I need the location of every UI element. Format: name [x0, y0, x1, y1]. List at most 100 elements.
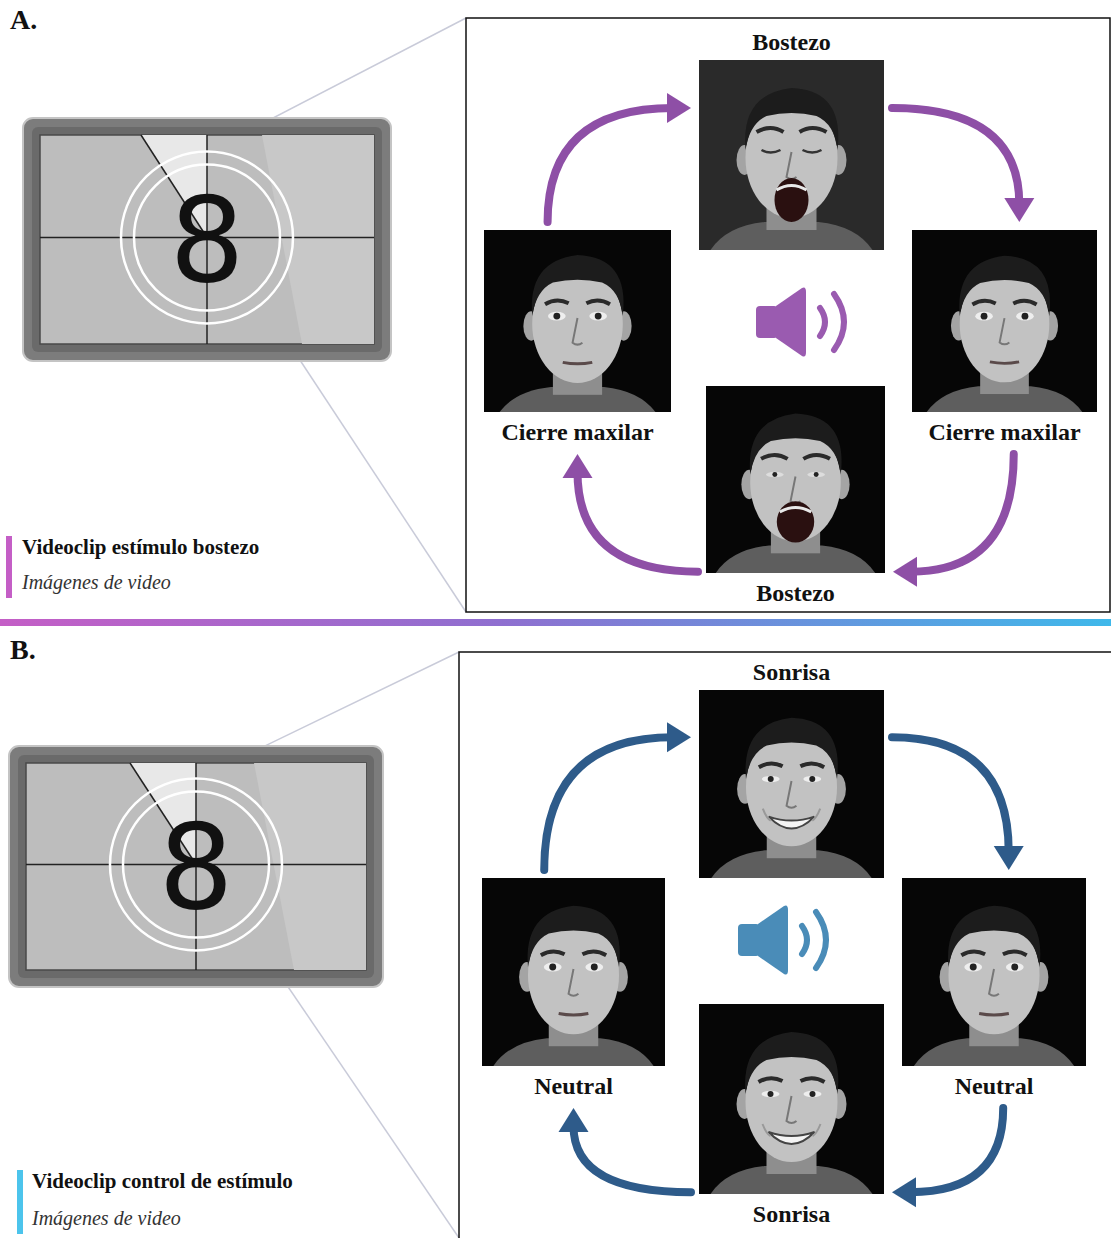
- cycle-arrow: [559, 1108, 692, 1192]
- countdown-screen: 8: [8, 745, 384, 988]
- face-drawing: [484, 230, 671, 412]
- screen-housing: [23, 118, 391, 361]
- speaker-cone: [758, 906, 788, 975]
- face-photo: [482, 878, 665, 1066]
- face-photo-box: Cierre maxilar: [912, 230, 1097, 446]
- sound-wave: [834, 294, 844, 350]
- zoom-line: [250, 18, 466, 130]
- zoom-line: [290, 345, 466, 612]
- panel-letter: B.: [10, 634, 36, 666]
- sound-wave: [802, 926, 807, 954]
- screen-surface: [40, 135, 374, 344]
- face-photo-box: Neutral: [482, 878, 665, 1100]
- arrow-head: [559, 1108, 589, 1132]
- panel-frame: [466, 18, 1110, 612]
- face-photo: [484, 230, 671, 412]
- legend-text: Videoclip estímulo bostezo: [22, 534, 259, 560]
- expression-label: Bostezo: [699, 28, 884, 56]
- cycle-arrow: [892, 108, 1034, 222]
- arrow-curve: [910, 1108, 1003, 1192]
- face-drawing: [699, 690, 884, 878]
- countdown-center: 8: [22, 117, 392, 362]
- face-drawing: [482, 878, 665, 1066]
- speaker-cone: [776, 288, 806, 357]
- legend-swatch: [17, 1170, 23, 1234]
- face-photo-box: Sonrisa: [699, 1004, 884, 1228]
- face-photo-box: Sonrisa: [699, 658, 884, 878]
- countdown-number: 8: [169, 181, 244, 299]
- screen-bezel: [32, 127, 382, 352]
- speaker-body: [738, 924, 760, 956]
- countdown-center: 8: [8, 745, 384, 988]
- countdown-ring: [110, 779, 282, 951]
- zoom-line: [240, 652, 459, 758]
- expression-label: Sonrisa: [699, 1200, 884, 1228]
- countdown-ring: [121, 152, 293, 324]
- cycle-arrow: [544, 722, 691, 870]
- expression-label: Sonrisa: [699, 658, 884, 686]
- face-drawing: [699, 60, 884, 250]
- face-illustration: [482, 878, 665, 1066]
- arrow-head: [563, 454, 593, 478]
- expression-label: Cierre maxilar: [484, 418, 671, 446]
- arrow-curve: [892, 108, 1019, 204]
- cycle-arrow: [892, 1108, 1003, 1207]
- zoom-line: [280, 975, 459, 1238]
- legend-text: Videoclip control de estímulo: [32, 1168, 293, 1194]
- arrow-head: [667, 93, 691, 123]
- speaker-icon: [756, 288, 844, 357]
- arrow-curve: [544, 737, 673, 870]
- face-illustration: [699, 690, 884, 878]
- face-photo: [699, 1004, 884, 1194]
- face-illustration: [902, 878, 1086, 1066]
- face-photo-box: Bostezo: [699, 28, 884, 250]
- face-illustration: [706, 386, 885, 573]
- face-photo-box: Bostezo: [706, 386, 885, 607]
- face-illustration: [484, 230, 671, 412]
- expression-label: Bostezo: [706, 579, 885, 607]
- sound-wave: [816, 912, 826, 968]
- expression-label: Neutral: [482, 1072, 665, 1100]
- sound-wave: [820, 308, 825, 336]
- cycle-arrow: [893, 454, 1014, 587]
- arrow-curve: [578, 472, 699, 572]
- arrow-curve: [911, 454, 1014, 572]
- arrow-head: [893, 557, 917, 587]
- face-photo-box: Cierre maxilar: [484, 230, 671, 446]
- face-illustration: [912, 230, 1097, 412]
- divider-band: [0, 619, 1111, 626]
- countdown-number: 8: [158, 808, 233, 926]
- speaker-body: [756, 306, 778, 338]
- arrow-curve: [548, 108, 673, 222]
- panel-frame: [459, 652, 1111, 1238]
- face-photo: [912, 230, 1097, 412]
- speaker-icon: [738, 906, 826, 975]
- subtitle: Imágenes de video: [32, 1206, 181, 1230]
- arrow-curve: [892, 737, 1009, 852]
- screen-surface: [26, 763, 366, 970]
- countdown-ring: [123, 792, 269, 938]
- face-photo: [902, 878, 1086, 1066]
- face-photo: [699, 60, 884, 250]
- screen-housing: [9, 746, 383, 987]
- expression-label: Cierre maxilar: [912, 418, 1097, 446]
- face-illustration: [699, 1004, 884, 1194]
- face-photo: [699, 690, 884, 878]
- expression-label: Neutral: [902, 1072, 1086, 1100]
- arrow-curve: [574, 1126, 692, 1192]
- legend-swatch: [6, 536, 12, 598]
- face-illustration: [699, 60, 884, 250]
- face-drawing: [699, 1004, 884, 1194]
- arrow-head: [994, 846, 1024, 870]
- screen-bezel: [18, 755, 374, 978]
- arrow-head: [667, 722, 691, 752]
- face-drawing: [706, 386, 885, 573]
- screen-sheen: [254, 763, 366, 970]
- arrow-head: [1004, 198, 1034, 222]
- cycle-arrow: [892, 737, 1024, 870]
- cycle-arrow: [563, 454, 699, 572]
- cycle-arrow: [548, 93, 691, 222]
- countdown-ring: [134, 165, 280, 311]
- face-photo-box: Neutral: [902, 878, 1086, 1100]
